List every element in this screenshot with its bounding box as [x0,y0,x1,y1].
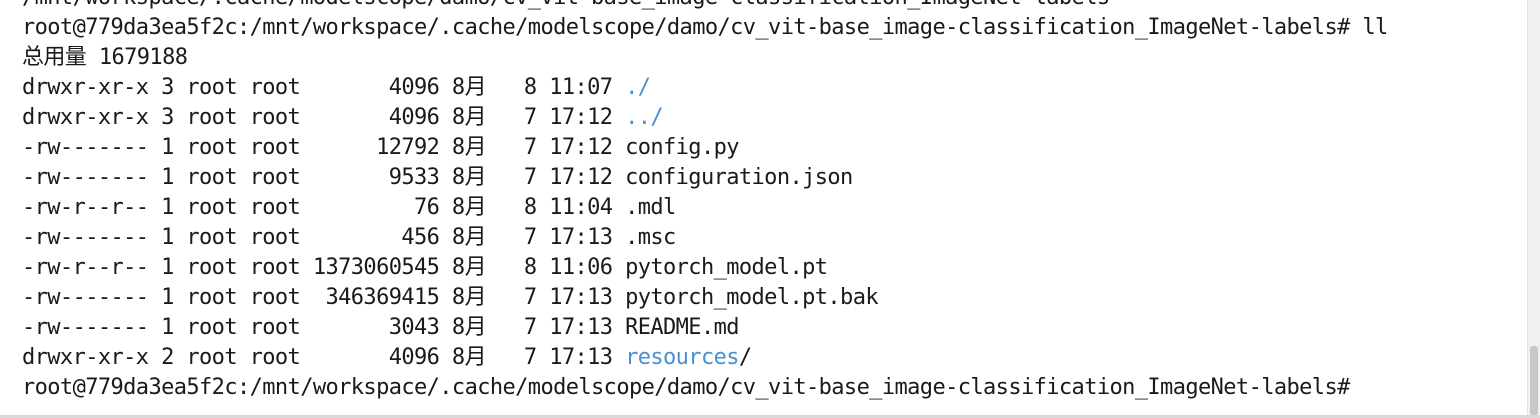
listing-row-name: pytorch_model.pt.bak [625,285,879,310]
listing-row-meta: -rw-r--r-- 1 root root 1373060545 8月 8 1… [22,255,626,280]
terminal-line-prompt[interactable]: root@779da3ea5f2c:/mnt/workspace/.cache/… [22,375,1350,400]
terminal-line-command: root@779da3ea5f2c:/mnt/workspace/.cache/… [22,15,1388,40]
listing-row-meta: drwxr-xr-x 2 root root 4096 8月 7 17:13 [22,345,626,370]
listing-row-meta: -rw------- 1 root root 456 8月 7 17:13 [22,225,626,250]
listing-row-name: ./ [625,75,651,100]
listing-row-meta: -rw-r--r-- 1 root root 76 8月 8 11:04 [22,195,626,220]
listing-row: -rw-r--r-- 1 root root 76 8月 8 11:04 .md… [22,193,1528,223]
listing-row: -rw-r--r-- 1 root root 1373060545 8月 8 1… [22,253,1528,283]
listing-row-meta: drwxr-xr-x 3 root root 4096 8月 7 17:12 [22,105,626,130]
listing-row-name: resources [625,345,739,370]
listing-row: -rw------- 1 root root 12792 8月 7 17:12 … [22,133,1528,163]
listing-row: -rw------- 1 root root 456 8月 7 17:13 .m… [22,223,1528,253]
listing-row-meta: -rw------- 1 root root 3043 8月 7 17:13 [22,315,626,340]
terminal-line-total: 总用量 1679188 [22,45,188,70]
listing-row-meta: -rw------- 1 root root 9533 8月 7 17:12 [22,165,626,190]
listing-row: drwxr-xr-x 2 root root 4096 8月 7 17:13 r… [22,343,1528,373]
scrollbar-thumb[interactable] [1530,346,1538,416]
listing-row-meta: -rw------- 1 root root 12792 8月 7 17:12 [22,135,626,160]
vertical-scrollbar[interactable] [1527,0,1540,418]
terminal-line-partial: /mnt/workspace/.cache/modelscope/damo/cv… [22,0,1528,13]
listing-row-name: config.py [625,135,739,160]
listing-row-name: .mdl [625,195,676,220]
listing-row-suffix: / [738,345,752,370]
listing-row: -rw------- 1 root root 346369415 8月 7 17… [22,283,1528,313]
listing-row-name: configuration.json [625,165,853,190]
listing-row-name: .msc [625,225,676,250]
terminal-output: /mnt/workspace/.cache/modelscope/damo/cv… [22,0,1528,403]
listing-row-name: ../ [625,105,664,130]
listing-row: drwxr-xr-x 3 root root 4096 8月 8 11:07 .… [22,73,1528,103]
listing-row-meta: -rw------- 1 root root 346369415 8月 7 17… [22,285,626,310]
listing-row-meta: drwxr-xr-x 3 root root 4096 8月 8 11:07 [22,75,626,100]
listing-row: -rw------- 1 root root 9533 8月 7 17:12 c… [22,163,1528,193]
listing-row: -rw------- 1 root root 3043 8月 7 17:13 R… [22,313,1528,343]
window-bottom-border [0,415,1540,418]
listing-row-name: README.md [625,315,739,340]
listing-row: drwxr-xr-x 3 root root 4096 8月 7 17:12 .… [22,103,1528,133]
listing-row-name: pytorch_model.pt [625,255,828,280]
